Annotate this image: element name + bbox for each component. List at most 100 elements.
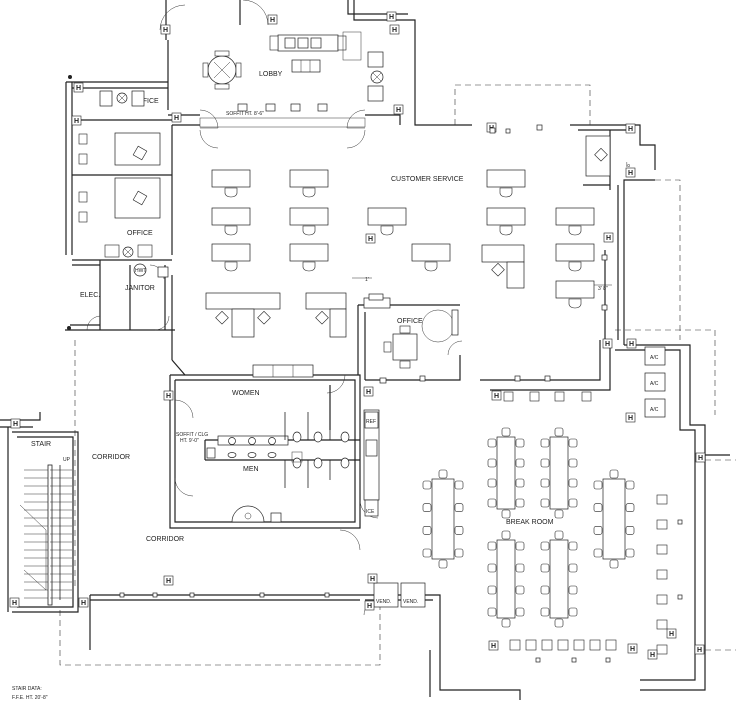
h-marker: H	[367, 573, 378, 584]
h-marker: H	[626, 338, 637, 349]
h-marker: H	[71, 115, 82, 126]
svg-text:H: H	[628, 170, 633, 177]
workstation	[289, 207, 329, 236]
svg-text:H: H	[270, 17, 275, 24]
workstation	[211, 169, 251, 198]
svg-text:H: H	[698, 455, 703, 462]
h-marker: H	[9, 597, 20, 608]
interior-walls	[7, 40, 611, 613]
room-label-janitor: JANITOR	[125, 285, 155, 292]
break-room-tables	[422, 427, 635, 628]
svg-text:H: H	[494, 393, 499, 400]
seat	[656, 594, 668, 605]
svg-text:H: H	[81, 600, 86, 607]
ac-units: A/C A/C A/C	[644, 346, 666, 418]
room-label-customer-service: CUSTOMER SERVICE	[391, 176, 464, 183]
office-center-furniture	[383, 309, 459, 369]
svg-text:H: H	[491, 643, 496, 650]
room-label-elec: ELEC.	[80, 292, 100, 299]
soffit-lobby-note: SOFFIT HT. 8'-6"	[226, 111, 264, 117]
workstation	[367, 207, 407, 236]
customer-service-desks	[211, 169, 595, 309]
ac-unit-label-3: A/C	[650, 407, 659, 413]
svg-text:H: H	[76, 85, 81, 92]
svg-text:H: H	[174, 115, 179, 122]
workstation	[486, 207, 526, 236]
svg-text:H: H	[368, 236, 373, 243]
h-marker: H	[163, 575, 174, 586]
stair-up-label: UP	[63, 457, 71, 463]
seat	[656, 644, 668, 655]
h-marker: H	[695, 452, 706, 463]
dimension-1: 1'	[365, 277, 369, 283]
h-markers: HHHHHHHHHHHHHHHHHHHHHHHHHHHHHHH	[9, 11, 706, 660]
svg-text:H: H	[628, 126, 633, 133]
h-marker: H	[363, 386, 374, 397]
h-marker: H	[488, 640, 499, 651]
workstation	[411, 243, 451, 272]
ice-label: ICE	[366, 509, 375, 515]
h-marker: H	[602, 338, 613, 349]
break-table	[487, 530, 525, 628]
dashed-outlines	[59, 84, 736, 666]
svg-text:H: H	[367, 603, 372, 610]
door-swings	[86, 0, 463, 616]
svg-text:H: H	[74, 118, 79, 125]
h-marker: H	[364, 600, 375, 611]
h-marker: H	[393, 104, 404, 115]
svg-text:H: H	[669, 631, 674, 638]
workstation	[211, 207, 251, 236]
restroom-fixtures	[206, 412, 350, 523]
workstation	[555, 280, 595, 309]
room-label-corridor-2: CORRIDOR	[146, 536, 184, 543]
h-marker: H	[647, 649, 658, 660]
seat	[554, 391, 565, 402]
svg-text:H: H	[166, 393, 171, 400]
room-label-break-room: BREAK ROOM	[506, 519, 554, 526]
workstation	[555, 243, 595, 272]
h-marker: H	[625, 167, 636, 178]
vend-label-2: VEND.	[403, 599, 418, 605]
svg-text:H: H	[606, 235, 611, 242]
room-label-stair: STAIR	[31, 441, 51, 448]
h-marker: H	[10, 418, 21, 429]
soffit-clg-note-2: HT. 9'-0"	[180, 438, 199, 444]
svg-text:H: H	[13, 421, 18, 428]
stair-data-title: STAIR DATA:	[12, 686, 42, 692]
room-label-men: MEN	[243, 466, 259, 473]
room-label-office-nw: OFFICE	[133, 98, 159, 105]
seat	[503, 391, 514, 402]
ac-unit-label-2: A/C	[650, 381, 659, 387]
lobby-furniture	[199, 31, 384, 128]
soffit-clg-note-1: SOFFIT / CLG	[176, 432, 208, 438]
seat	[656, 619, 668, 630]
window-seats	[503, 391, 668, 655]
h-marker: H	[160, 24, 171, 35]
seat	[605, 639, 617, 651]
break-table	[593, 469, 635, 569]
break-table	[540, 530, 578, 628]
seat	[656, 569, 668, 580]
workstation	[289, 243, 329, 272]
stair-data-line: F.F.E. HT. 20'-8"	[12, 695, 48, 701]
columns	[67, 75, 683, 663]
seat	[656, 519, 668, 530]
h-marker: H	[694, 644, 705, 655]
h-marker: H	[389, 24, 400, 35]
svg-text:H: H	[630, 646, 635, 653]
svg-text:H: H	[392, 27, 397, 34]
h-marker: H	[625, 123, 636, 134]
seat	[656, 544, 668, 555]
vending-machines: VEND. VEND.	[373, 582, 426, 608]
workstation	[486, 169, 526, 198]
svg-text:H: H	[163, 27, 168, 34]
svg-text:H: H	[650, 652, 655, 659]
vend-label-1: VEND.	[376, 599, 391, 605]
seat	[529, 391, 540, 402]
svg-text:H: H	[166, 578, 171, 585]
h-marker: H	[73, 82, 84, 93]
room-label-lobby: LOBBY	[259, 71, 283, 78]
room-label-office-w: OFFICE	[127, 230, 153, 237]
workstation	[211, 243, 251, 272]
